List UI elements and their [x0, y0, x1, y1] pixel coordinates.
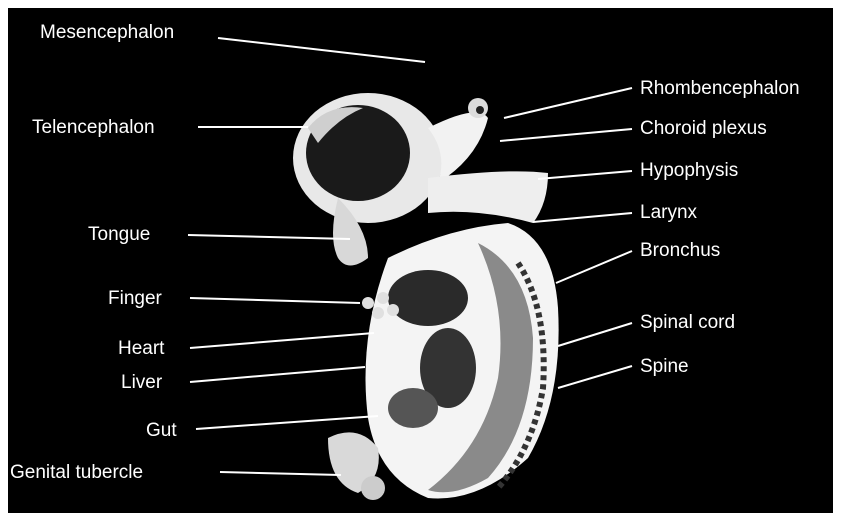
leader-bronchus [556, 251, 632, 283]
leader-larynx [533, 213, 632, 222]
label-bronchus: Bronchus [640, 240, 720, 261]
leader-finger [190, 298, 360, 303]
leader-liver [190, 367, 365, 382]
leader-gut [196, 416, 378, 429]
leader-choroid-plexus [500, 129, 632, 141]
leader-hypophysis [538, 171, 632, 179]
label-tongue: Tongue [88, 224, 150, 245]
leader-heart [190, 333, 374, 348]
leader-spine [558, 366, 632, 388]
label-telencephalon: Telencephalon [32, 117, 155, 138]
leader-rhombencephalon [504, 88, 632, 118]
leader-mesencephalon [218, 38, 425, 62]
embryo-diagram: Mesencephalon Telencephalon Tongue Finge… [8, 8, 833, 513]
label-choroid-plexus: Choroid plexus [640, 118, 767, 139]
embryo-specimen-image [293, 93, 559, 500]
label-finger: Finger [108, 288, 163, 309]
leader-spinal-cord [558, 323, 632, 346]
label-mesencephalon: Mesencephalon [40, 22, 174, 43]
label-spine: Spine [640, 356, 689, 377]
label-hypophysis: Hypophysis [640, 160, 738, 181]
leader-tongue [188, 235, 350, 239]
embryo-figure: Mesencephalon Telencephalon Tongue Finge… [8, 8, 833, 513]
label-genital-tubercle: Genital tubercle [10, 462, 143, 483]
label-heart: Heart [118, 338, 165, 359]
label-rhombencephalon: Rhombencephalon [640, 78, 800, 99]
label-larynx: Larynx [640, 202, 698, 223]
label-liver: Liver [121, 372, 163, 393]
label-spinal-cord: Spinal cord [640, 312, 735, 333]
leader-genital-tubercle [220, 472, 341, 475]
labels-left: Mesencephalon Telencephalon Tongue Finge… [10, 22, 177, 483]
labels-right: Rhombencephalon Choroid plexus Hypophysi… [640, 78, 800, 377]
label-gut: Gut [146, 420, 177, 441]
